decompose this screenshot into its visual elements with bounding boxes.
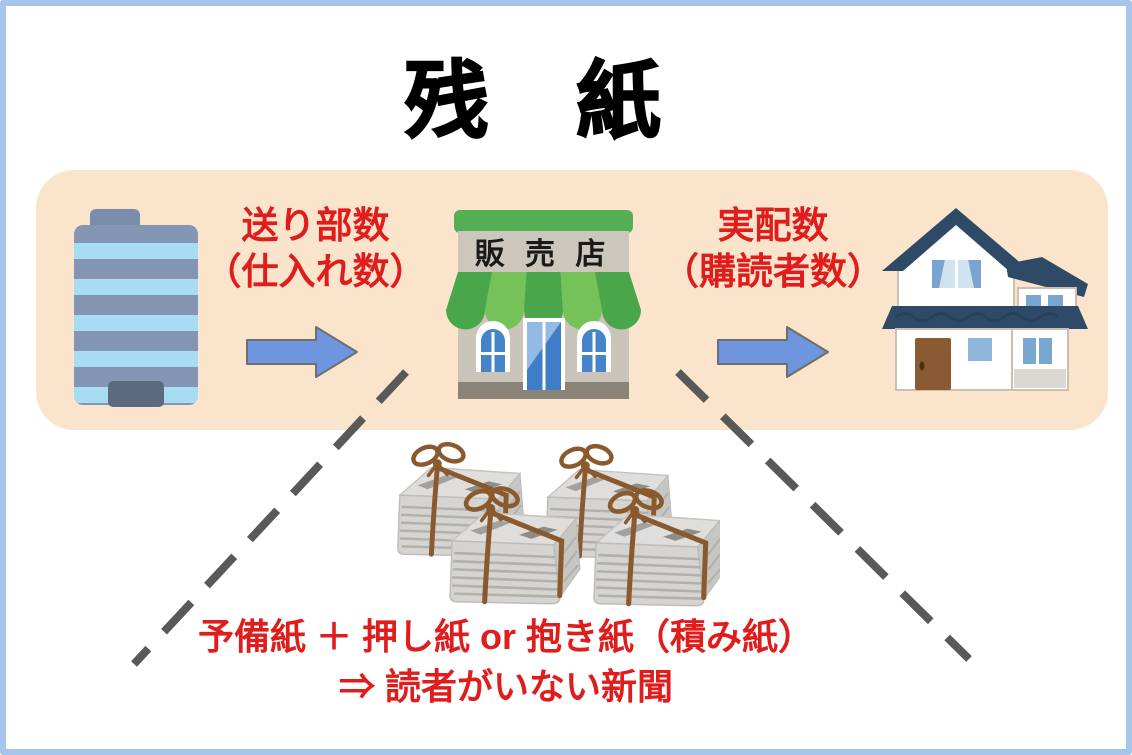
house-small-window — [968, 338, 992, 361]
newspaper-bundles-icon — [368, 432, 720, 618]
send-count-line2: （仕入れ数） — [204, 251, 427, 292]
house-right-window — [1020, 335, 1054, 367]
house-main-roof — [882, 208, 1030, 271]
newspaper-company-building-icon — [74, 209, 198, 407]
house-upstairs-window — [930, 257, 983, 288]
page-title: 残 紙 — [403, 53, 663, 149]
shop-door — [523, 318, 565, 390]
delivered-count-line2: （購読者数） — [662, 251, 884, 292]
right-arrow-icon — [717, 326, 829, 378]
delivered-count-line1: 実配数 — [717, 205, 829, 246]
dealer-shop-icon: 販 売 店 — [446, 210, 641, 399]
shop-left-window — [476, 321, 510, 372]
shop-awning — [446, 272, 641, 330]
building-entrance — [108, 381, 164, 407]
shop-right-window — [577, 321, 611, 372]
zanshi-formula-line: 予備紙 ＋ 押し紙 or 抱き紙（積み紙） — [197, 616, 814, 657]
send-count-line1: 送り部数 — [241, 205, 390, 246]
send-count-label: 送り部数 （仕入れ数） — [198, 203, 433, 295]
right-arrow-icon — [246, 326, 358, 378]
zanshi-definition-text: 予備紙 ＋ 押し紙 or 抱き紙（積み紙） ⇒ 読者がいない新聞 — [6, 612, 1006, 712]
shop-sign-text: 販 売 店 — [475, 238, 612, 271]
house-door — [915, 338, 951, 390]
delivered-count-label: 実配数 （購読者数） — [658, 203, 888, 295]
zanshi-meaning-line: ⇒ 読者がいない新聞 — [338, 666, 673, 707]
house-icon — [882, 208, 1088, 391]
